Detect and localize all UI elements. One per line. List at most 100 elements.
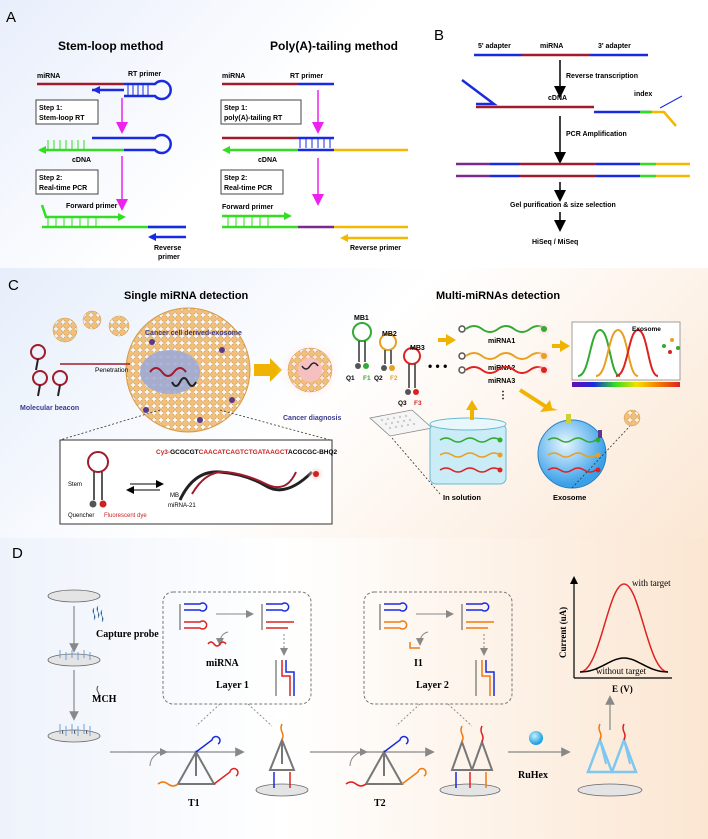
panel-c: C Single miRNA detection Multi-miRNAs de… — [8, 277, 681, 525]
b-hiseq: HiSeq / MiSeq — [532, 239, 578, 246]
vertical-ellipsis: ⋮ — [498, 390, 508, 401]
stem-step1-line1: Step 1: — [39, 105, 62, 112]
t1-label: T1 — [188, 798, 200, 809]
exosome-bottom-label: Exosome — [553, 493, 586, 502]
mirna21-label: miRNA-21 — [168, 503, 196, 509]
mch-label: MCH — [92, 694, 117, 705]
ellipsis: • • • — [428, 359, 447, 373]
gold-arrow — [254, 358, 282, 382]
quencher-label: Quencher — [68, 513, 94, 519]
panel-d-letter: D — [12, 545, 23, 562]
q1-label: Q1 — [346, 375, 355, 382]
t1-tetrahedron — [157, 735, 239, 787]
panel-a: A Stem-loop method Poly(A)-tailing metho… — [6, 9, 408, 261]
panel-b: B 5' adapter miRNA 3' adapter Reverse tr… — [434, 27, 690, 246]
layer2-product — [475, 660, 495, 696]
dpv-plot — [570, 576, 672, 679]
molecular-beacon-icon — [30, 344, 68, 397]
mch-electrode — [47, 724, 101, 743]
poly-cdna-label: cDNA — [258, 157, 277, 164]
fluor-label: Fluorescent dye — [104, 513, 147, 519]
poly-step1-box — [220, 99, 302, 125]
exosome-label: Cancer cell derived-exosome — [145, 330, 242, 337]
stem-step1-line2: Stem-loop RT — [39, 115, 85, 122]
stem-forward-primer — [40, 204, 118, 219]
exosome-spectrum-label: Exosome — [632, 326, 661, 333]
b-pcr: PCR Amplification — [566, 131, 627, 138]
stem-forward-primer-label: Forward primer — [66, 203, 118, 210]
layer1-label: Layer 1 — [216, 680, 249, 691]
multi-mirna-title: Multi-miRNAs detection — [436, 290, 560, 302]
exosome-sphere — [537, 414, 607, 489]
dpv-ylabel: Current (uA) — [558, 607, 568, 658]
layer1-bubble — [162, 591, 312, 705]
mb3-label: MB3 — [410, 345, 425, 352]
b-mirna: miRNA — [540, 43, 563, 50]
solution-tube — [429, 417, 507, 485]
mirna1-duplex — [458, 321, 552, 337]
layer1-hairpins-start — [179, 602, 208, 630]
ruhex-label: RuHex — [518, 770, 548, 781]
stem-loop-hairpin — [124, 79, 172, 101]
poly-step2-line2: Real-time PCR — [224, 185, 272, 192]
electrode-final — [577, 723, 643, 797]
b-reverse-transcription: Reverse transcription — [566, 73, 638, 80]
stem-step1-box — [35, 99, 99, 125]
molecular-beacon-label: Molecular beacon — [20, 405, 79, 412]
panel-a-letter: A — [6, 9, 16, 26]
poly-step1-line2: poly(A)-tailing RT — [224, 115, 283, 122]
stem-reverse-label-2: primer — [158, 254, 180, 261]
poly-rt-primer-label: RT primer — [290, 73, 323, 80]
panel-a-b-background — [0, 0, 708, 268]
stem-label: Stem — [68, 482, 82, 488]
layer2-bubble — [363, 591, 513, 705]
mb1-beacon — [352, 322, 372, 369]
stem-step2-box — [35, 169, 99, 195]
fluorescence-spectrum — [571, 321, 681, 387]
mb2-label: MB2 — [382, 331, 397, 338]
capture-probe-label: Capture probe — [96, 629, 159, 640]
q3-label: Q3 — [398, 400, 407, 407]
t2-label: T2 — [374, 798, 386, 809]
well-plate-icon — [369, 409, 433, 437]
b-3-adapter: 3' adapter — [598, 43, 631, 50]
cancer-diagnosis-label: Cancer diagnosis — [283, 415, 341, 422]
b-cdna: cDNA — [548, 95, 567, 102]
in-solution-label: In solution — [443, 493, 481, 502]
t2-tetrahedron — [345, 735, 427, 787]
poly-step1-line1: Step 1: — [224, 105, 247, 112]
penetration-label: Penetration — [95, 367, 129, 374]
mb-label: MB — [170, 493, 179, 499]
poly-step2-box — [220, 169, 284, 195]
stem-rt-primer-label: RT primer — [128, 71, 161, 78]
mirna3-label: miRNA3 — [488, 378, 515, 385]
without-target-curve — [579, 657, 669, 673]
layer2-hairpins-mid — [461, 602, 494, 630]
stem-cdna-label: cDNA — [72, 157, 91, 164]
b-5-adapter: 5' adapter — [478, 43, 511, 50]
mirna2-duplex — [458, 348, 552, 364]
mirna1-label: miRNA1 — [488, 338, 515, 345]
panel-c-letter: C — [8, 277, 19, 294]
layer2-label: Layer 2 — [416, 680, 449, 691]
poly-step2-line1: Step 2: — [224, 175, 247, 182]
without-target-label: without target — [596, 666, 647, 676]
stem-loop-title: Stem-loop method — [58, 39, 163, 53]
poly-mirna-label: miRNA — [222, 73, 245, 80]
polya-title: Poly(A)-tailing method — [270, 39, 398, 53]
mirna3-duplex — [458, 362, 552, 378]
q2-label: Q2 — [374, 375, 383, 382]
electrode-layer2 — [439, 725, 501, 797]
layer1-product — [275, 660, 295, 696]
poly-forward-primer-label: Forward primer — [222, 204, 274, 211]
stem-reverse-label-1: Reverse — [154, 245, 181, 252]
panel-b-letter: B — [434, 27, 444, 44]
mb1-label: MB1 — [354, 315, 369, 322]
ruhex-ball — [529, 731, 543, 745]
stem-step2-line2: Real-time PCR — [39, 185, 87, 192]
with-target-label: with target — [632, 578, 671, 588]
probe-electrode — [47, 650, 101, 667]
mb3-beacon — [403, 347, 421, 395]
poly-reverse-primer-label: Reverse primer — [350, 245, 401, 252]
stem-mirna-label: miRNA — [37, 73, 60, 80]
